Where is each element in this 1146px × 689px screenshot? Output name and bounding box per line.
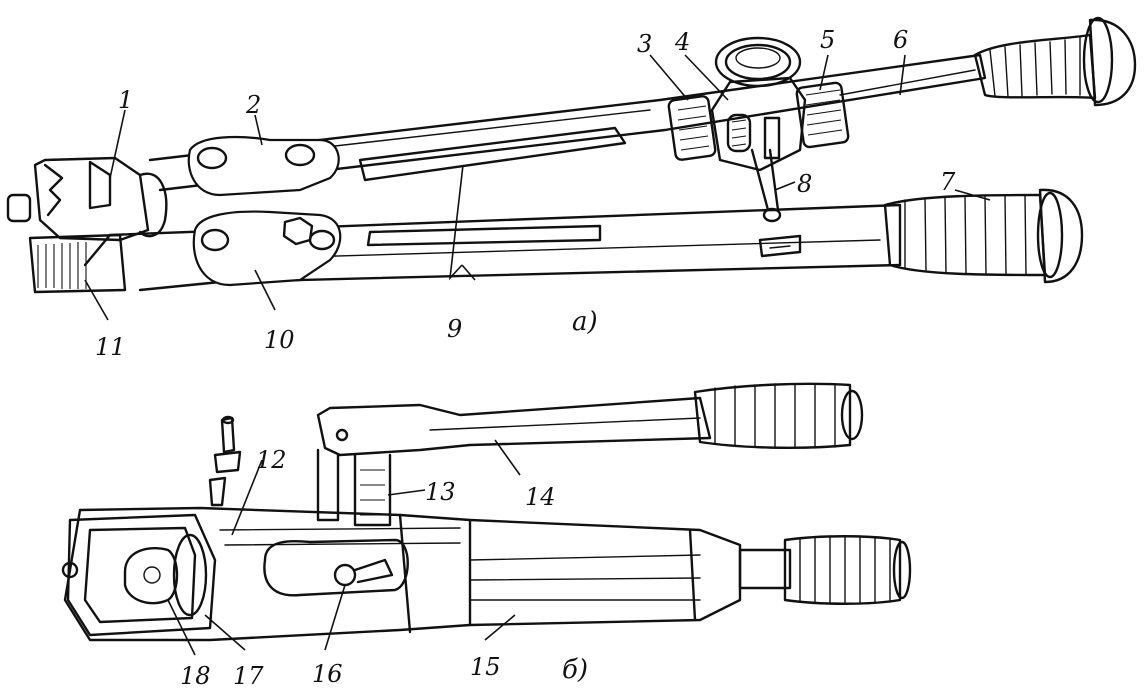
callout-labels: 1 2 3 4 5 6 7 8 9 10 11 12 13 14 15 16 1…: [95, 26, 956, 689]
lower-grip: [883, 188, 1084, 284]
subfigure-a-label: а): [572, 307, 598, 337]
callout-18: 18: [180, 662, 211, 689]
link-plate-10: [192, 210, 342, 287]
tool-b: [61, 382, 912, 642]
callout-4: 4: [674, 28, 690, 56]
barrel: [63, 506, 742, 642]
callout-7: 7: [940, 168, 956, 196]
collar-5: [795, 81, 850, 149]
callout-6: 6: [893, 26, 908, 54]
callout-11: 11: [95, 333, 126, 361]
callout-12: 12: [256, 446, 287, 474]
jaw-head: [6, 156, 168, 294]
subfigure-b-label: б): [562, 655, 588, 685]
leader-lines: [84, 54, 991, 656]
callout-3: 3: [637, 30, 652, 58]
end-grip: [738, 535, 912, 605]
callout-5: 5: [820, 26, 835, 54]
callout-14: 14: [525, 483, 556, 511]
callout-15: 15: [470, 653, 501, 681]
callout-10: 10: [264, 326, 295, 354]
callout-9: 9: [447, 315, 462, 343]
front-face: [61, 513, 217, 637]
callout-13: 13: [425, 478, 456, 506]
upper-grip: [973, 16, 1137, 107]
callout-16: 16: [312, 660, 343, 688]
tool-a: [6, 16, 1137, 294]
callout-17: 17: [233, 662, 264, 689]
callout-1: 1: [118, 86, 133, 114]
callout-2: 2: [245, 91, 261, 119]
gauge-4: [710, 36, 807, 172]
link-plate-2: [187, 135, 340, 197]
collar-3: [667, 95, 717, 161]
lever-14: [316, 382, 864, 457]
pin: [208, 415, 242, 507]
callout-8: 8: [797, 170, 812, 198]
